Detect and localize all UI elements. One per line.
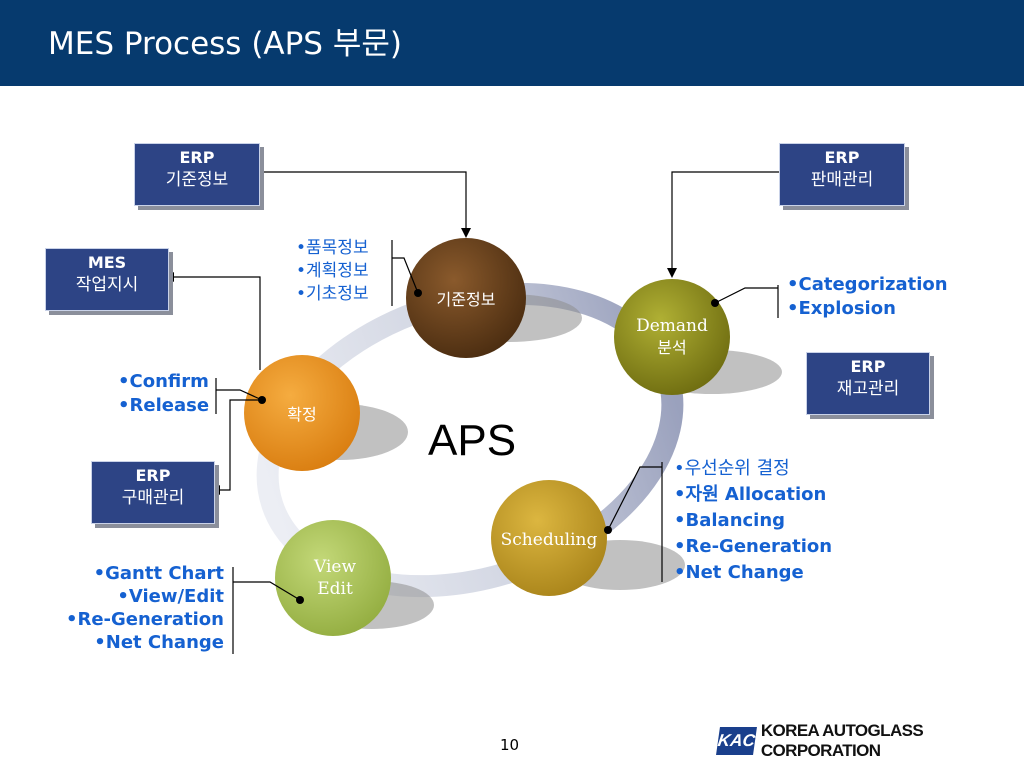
bullet-item: •View/Edit xyxy=(117,586,224,607)
leader-dot xyxy=(711,299,719,307)
confirm-bullets: •Confirm •Release xyxy=(118,370,210,418)
node-view-label: View Edit xyxy=(285,556,385,600)
bullet-text: Explosion xyxy=(798,298,896,319)
connector-purchase xyxy=(217,399,260,491)
box-line2: 재고관리 xyxy=(836,379,900,399)
page-title: MES Process (APS 부문) xyxy=(48,26,402,62)
bullet-text: 기초정보 xyxy=(306,284,369,304)
erp-purchase-box: ERP 구매관리 xyxy=(91,461,215,524)
box-line1: ERP xyxy=(179,148,215,167)
bullet-text: Net Change xyxy=(105,632,224,653)
box-line2: 판매관리 xyxy=(810,170,874,190)
leader-dot xyxy=(604,526,612,534)
bullet-item: •Categorization xyxy=(787,274,948,295)
bullet-item: •Balancing xyxy=(674,510,786,531)
bullet-text: Categorization xyxy=(798,274,948,295)
bullet-text: Re-Generation xyxy=(77,609,224,630)
box-line1: MES xyxy=(87,253,127,272)
node-confirm xyxy=(244,355,360,471)
company-name: KOREA AUTOGLASS CORPORATION xyxy=(760,721,924,760)
erp-master-box: ERP 기준정보 xyxy=(134,143,260,206)
bullet-text: Gantt Chart xyxy=(105,563,224,584)
box-line2: 기준정보 xyxy=(165,170,229,190)
arrow-head xyxy=(166,272,174,282)
box-line2: 작업지시 xyxy=(75,275,139,295)
bullet-text: Confirm xyxy=(129,371,209,392)
bullet-item: •Net Change xyxy=(674,562,804,583)
erp-inventory-box: ERP 재고관리 xyxy=(806,352,930,415)
erp-sales-box: ERP 판매관리 xyxy=(779,143,905,206)
node-master xyxy=(406,238,526,358)
node-master-label: 기준정보 xyxy=(436,290,496,309)
aps-center-label: APS xyxy=(428,416,517,465)
node-demand xyxy=(614,279,730,395)
node-view xyxy=(275,520,391,636)
bullet-text: 계획정보 xyxy=(306,261,369,281)
leader-dot xyxy=(296,596,304,604)
bullet-item: •Explosion xyxy=(787,298,896,319)
bullet-item: •Net Change xyxy=(94,632,224,653)
node-demand-label: Demand 분석 xyxy=(622,315,722,359)
bullet-item: •Release xyxy=(118,395,210,416)
demand-bullets: •Categorization •Explosion xyxy=(787,273,948,321)
bullet-item: •기초정보 xyxy=(296,284,369,304)
bullet-item: •Re-Generation xyxy=(65,609,224,630)
node-view-line1: View xyxy=(313,557,357,577)
view-bullets: •Gantt Chart •View/Edit •Re-Generation •… xyxy=(60,562,224,654)
node-demand-line1: Demand xyxy=(636,316,708,336)
connector-erp-master xyxy=(259,171,467,232)
node-scheduling-label: Scheduling xyxy=(500,530,598,550)
master-bullets: •품목정보 •계획정보 •기초정보 xyxy=(296,237,369,306)
bullet-text: 우선순위 결정 xyxy=(684,458,790,479)
mes-work-box: MES 작업지시 xyxy=(45,248,169,311)
bullet-text: Balancing xyxy=(685,510,786,531)
title-bar: MES Process (APS 부문) xyxy=(0,0,1024,86)
page-number: 10 xyxy=(500,736,520,754)
connector-erp-sales xyxy=(671,171,781,272)
connector-mes xyxy=(170,276,261,370)
bullet-item: •품목정보 xyxy=(296,238,369,258)
leader-dot xyxy=(258,396,266,404)
arrow-head xyxy=(212,485,220,495)
scheduling-bullets: •우선순위 결정 •자원 Allocation •Balancing •Re-G… xyxy=(674,456,832,586)
arrow-head xyxy=(667,268,677,278)
bullet-item: •자원 Allocation xyxy=(674,484,827,505)
bullet-item: •우선순위 결정 xyxy=(674,458,790,479)
bullet-item: •Re-Generation xyxy=(674,536,833,557)
bullet-text: Release xyxy=(129,395,210,416)
bullet-item: •계획정보 xyxy=(296,261,369,281)
node-demand-line2: 분석 xyxy=(657,338,687,357)
company-logo: KAC KOREA AUTOGLASS CORPORATION xyxy=(716,721,1024,760)
box-line1: ERP xyxy=(850,357,886,376)
box-line1: ERP xyxy=(135,466,171,485)
bullet-text: 자원 Allocation xyxy=(685,484,827,505)
box-line1: ERP xyxy=(824,148,860,167)
kac-logo-mark: KAC xyxy=(716,727,757,755)
arrow-head xyxy=(461,228,471,238)
node-scheduling xyxy=(491,480,607,596)
bullet-text: 품목정보 xyxy=(306,238,369,258)
bullet-text: Re-Generation xyxy=(685,536,833,557)
bullet-text: View/Edit xyxy=(128,586,224,607)
node-confirm-label: 확정 xyxy=(287,405,317,424)
bullet-text: Net Change xyxy=(685,562,804,583)
bullet-item: •Gantt Chart xyxy=(93,563,224,584)
bullet-item: •Confirm xyxy=(118,371,209,392)
node-view-line2: Edit xyxy=(317,579,353,599)
box-line2: 구매관리 xyxy=(121,488,185,508)
leader-dot xyxy=(414,289,422,297)
